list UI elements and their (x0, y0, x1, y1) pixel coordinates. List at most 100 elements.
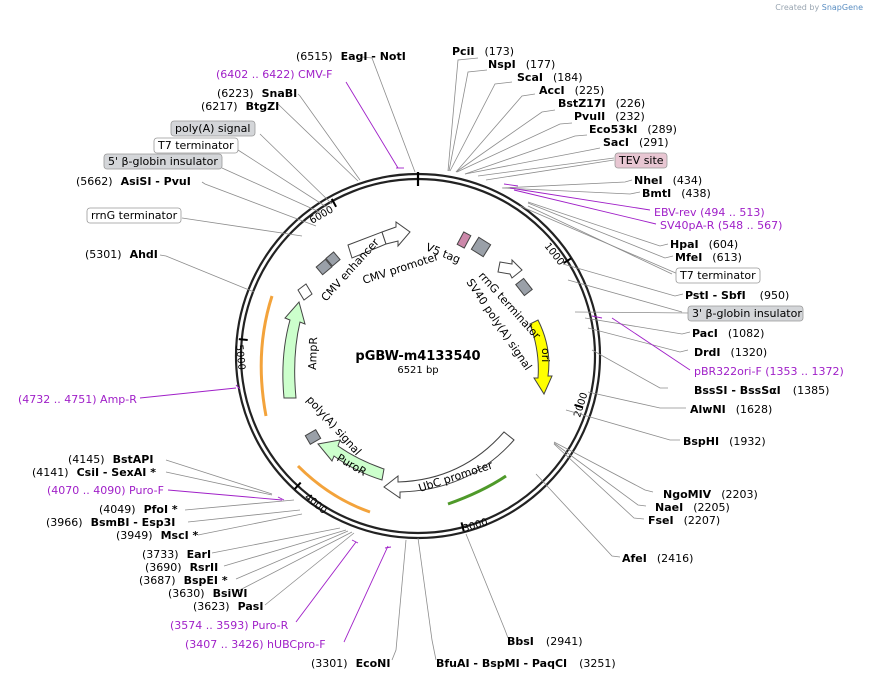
site-bstapi: (4145)BstAPI (68, 453, 153, 466)
tick-mark-5000 (238, 338, 248, 341)
site-bspei: (3687)BspEI * (139, 574, 228, 587)
snapgene-credit: Created by SnapGene (775, 3, 863, 12)
leaders-left (159, 56, 416, 661)
site-nspi: NspI(177) (488, 58, 555, 71)
site-drdi: DrdI(1320) (694, 346, 767, 359)
boxed-polya-signal: poly(A) signal (170, 120, 256, 137)
site-paci: PacI(1082) (692, 327, 764, 340)
site-msci: (3949)MscI * (116, 529, 199, 542)
boxed-t7-terminator-right-label: T7 terminator (679, 269, 756, 282)
primer-puro-r: (3574 .. 3593) Puro-R (170, 619, 289, 632)
site-bsphi: BspHI(1932) (683, 435, 766, 448)
site-nhei: NheI(434) (634, 174, 702, 187)
tick-label-5000: 5000 (233, 344, 247, 370)
boxed-features: TEV site T7 terminator 3' β-globin insul… (86, 120, 804, 322)
ampr-highlight-arc (259, 295, 274, 417)
tick-mark-2000 (574, 403, 584, 409)
site-psti-sbfi: PstI - SbfI(950) (685, 289, 789, 302)
boxed-rrng-terminator: rrnG terminator (86, 207, 182, 224)
primer-sv40pa-r: SV40pA-R (548 .. 567) (660, 219, 782, 232)
primer-amp-r: (4732 .. 4751) Amp-R (18, 393, 137, 406)
terminator-block-1 (470, 236, 492, 258)
site-scai: ScaI(184) (517, 71, 583, 84)
site-bfuai-bspmi-paqci: BfuAI - BspMI - PaqCI(3251) (436, 657, 616, 670)
ori-arrow (529, 319, 553, 396)
boxed-t7-terminator-right: T7 terminator (675, 267, 761, 284)
site-eco53ki: Eco53kI(289) (589, 123, 677, 136)
site-asisi-pvui: (5662)AsiSI - PvuI (76, 175, 191, 188)
site-pasi: (3623)PasI (193, 600, 263, 613)
plasmid-name: pGBW-m4133540 (355, 349, 480, 364)
feature-label-ampr: AmpR (306, 336, 320, 370)
site-ahdi: (5301)AhdI (85, 248, 158, 261)
site-bstz17i: BstZ17I(226) (558, 97, 645, 110)
polya-block (304, 428, 322, 446)
credit-prefix: Created by (775, 3, 820, 12)
leaders-right (417, 57, 691, 661)
primer-ebv-rev: EBV-rev (494 .. 513) (654, 206, 765, 219)
tick-mark-6000 (330, 198, 337, 208)
credit-brand: SnapGene (821, 3, 863, 12)
tick-label-3000: 3000 (462, 517, 490, 535)
boxed-t7-terminator-left: T7 terminator (153, 137, 239, 154)
feature-label-ori: ori (539, 348, 552, 362)
site-bmti: BmtI(438) (642, 187, 711, 200)
feature-arrows (259, 221, 553, 514)
site-ngomiv: NgoMIV(2203) (663, 488, 758, 501)
tick-mark-1000 (563, 257, 572, 264)
feature-label-cmv-promoter: CMV promoter (361, 250, 441, 287)
boxed-tev-site: TEV site (614, 152, 668, 169)
boxed-5-beta-globin-label: 5' β-globin insulator (108, 155, 218, 168)
ampr-arrow (282, 300, 306, 399)
site-rsrii: (3690)RsrII (145, 561, 218, 574)
cmv-small-arrow (297, 283, 313, 301)
site-acci: AccI(225) (539, 84, 604, 97)
insulator-block-1 (315, 258, 333, 276)
boxed-3-beta-globin-label: 3' β-globin insulator (692, 307, 802, 320)
boxed-polya-signal-label: poly(A) signal (175, 122, 250, 135)
primer-puro-f: (4070 .. 4090) Puro-F (47, 484, 164, 497)
boxed-rrng-terminator-label: rrnG terminator (91, 209, 178, 222)
puror-arrow (317, 439, 385, 481)
site-bsmbi-esp3i: (3966)BsmBI - Esp3I (46, 516, 175, 529)
site-bbsi: BbsI(2941) (507, 635, 582, 648)
boxed-5-beta-globin: 5' β-globin insulator (103, 153, 223, 170)
primer-leaders (139, 81, 691, 643)
site-snabi: (6223)SnaBI (217, 87, 297, 100)
site-econi: (3301)EcoNI (311, 657, 390, 670)
site-hpai: HpaI(604) (670, 238, 738, 251)
site-bsssi-bsssai: BssSI - BssSαI(1385) (694, 384, 829, 397)
site-afei: AfeI(2416) (622, 552, 693, 565)
boxed-t7-terminator-left-label: T7 terminator (157, 139, 234, 152)
site-pvuii: PvuII(232) (574, 110, 645, 123)
plasmid-size: 6521 bp (397, 365, 438, 376)
site-pfoi: (4049)PfoI * (99, 503, 178, 516)
site-saci: SacI(291) (603, 136, 669, 149)
site-fsei: FseI(2207) (648, 514, 720, 527)
site-naei: NaeI(2205) (655, 501, 730, 514)
cmv-promoter-arrow (381, 221, 411, 248)
leaders-boxed-features (181, 133, 691, 314)
site-mfei: MfeI(613) (675, 251, 742, 264)
primer-labels: (6402 .. 6422) CMV-F EBV-rev (494 .. 513… (18, 68, 844, 651)
ubc-highlight-arc (447, 474, 507, 506)
boxed-3-beta-globin: 3' β-globin insulator (687, 305, 804, 322)
site-btgzi: (6217)BtgZI (201, 100, 279, 113)
tick-label-4000: 4000 (302, 492, 329, 517)
tick-mark-3000 (460, 522, 465, 532)
site-csii-sexai: (4141)CsiI - SexAI * (32, 466, 156, 479)
sv40-polya-block (515, 277, 533, 297)
v5-tag-block (456, 231, 472, 249)
tick-mark-4000 (293, 481, 302, 490)
insulator-block-2 (325, 251, 341, 267)
ubc-promoter-arrow (383, 431, 515, 499)
site-pcii: PciI(173) (452, 45, 514, 58)
primer-cmv-f: (6402 .. 6422) CMV-F (216, 68, 332, 81)
puror-highlight-arc (296, 464, 371, 514)
site-eari: (3733)EarI (142, 548, 211, 561)
boxed-tev-site-label: TEV site (618, 154, 664, 167)
site-bsiwi: (3630)BsiWI (168, 587, 248, 600)
site-labels-left: (6515)EagI - NotI (6223)SnaBI (6217)BtgZ… (32, 50, 406, 670)
primer-hubcpro-f: (3407 .. 3426) hUBCpro-F (185, 638, 326, 651)
